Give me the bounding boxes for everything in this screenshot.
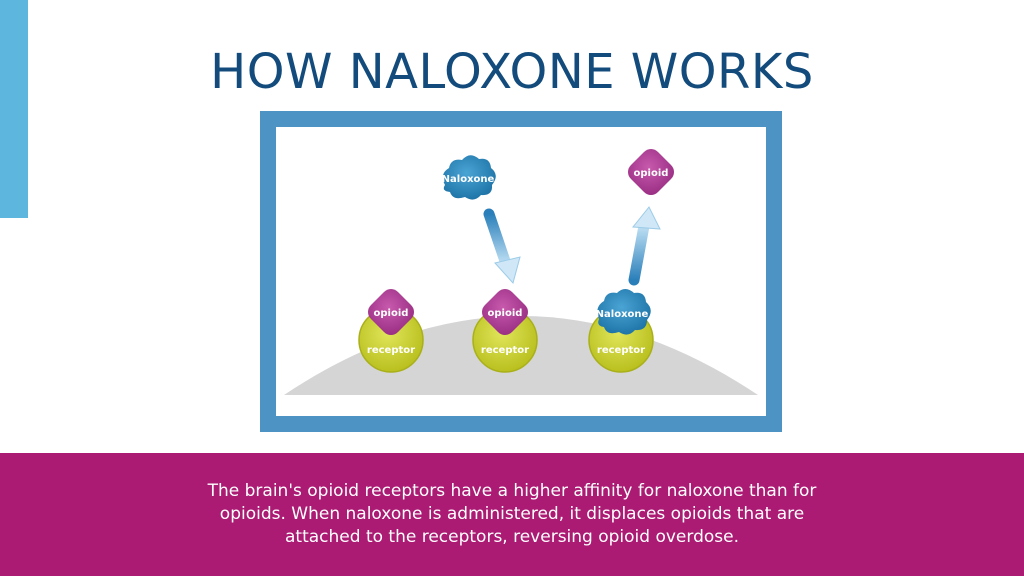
arrow-down-icon (483, 208, 521, 285)
accent-bar (0, 0, 28, 218)
opioid-left (368, 289, 414, 335)
caption-text: The brain's opioid receptors have a high… (207, 481, 817, 547)
receptor-with-naloxone-right: receptor Naloxone (588, 289, 654, 373)
naloxone-free: Naloxone (442, 155, 496, 200)
diagram-frame: receptor opioid receptor opioid receptor… (260, 111, 782, 432)
opioid-middle (482, 289, 528, 335)
arrow-up-icon (628, 206, 661, 286)
naloxone-free-label: Naloxone (442, 174, 495, 185)
opioid-top (628, 149, 674, 195)
naloxone-bound-label: Naloxone (596, 309, 649, 320)
footer-band: The brain's opioid receptors have a high… (0, 453, 1024, 576)
opioid-left-label: opioid (374, 308, 409, 319)
slide-title: HOW NALOXONE WORKS (210, 44, 814, 100)
receptor-middle-label: receptor (481, 345, 529, 356)
receptor-with-opioid-middle: receptor opioid (472, 289, 538, 373)
opioid-middle-label: opioid (488, 308, 523, 319)
naloxone-diagram: receptor opioid receptor opioid receptor… (284, 149, 758, 395)
receptor-right-label: receptor (597, 345, 645, 356)
diagram-canvas: receptor opioid receptor opioid receptor… (276, 127, 766, 416)
receptor-with-opioid-left: receptor opioid (358, 289, 424, 373)
opioid-displaced: opioid (628, 149, 674, 195)
naloxone-cloud (442, 155, 496, 200)
receptor-left-label: receptor (367, 345, 415, 356)
opioid-top-label: opioid (634, 168, 669, 179)
naloxone-bound (597, 289, 651, 335)
